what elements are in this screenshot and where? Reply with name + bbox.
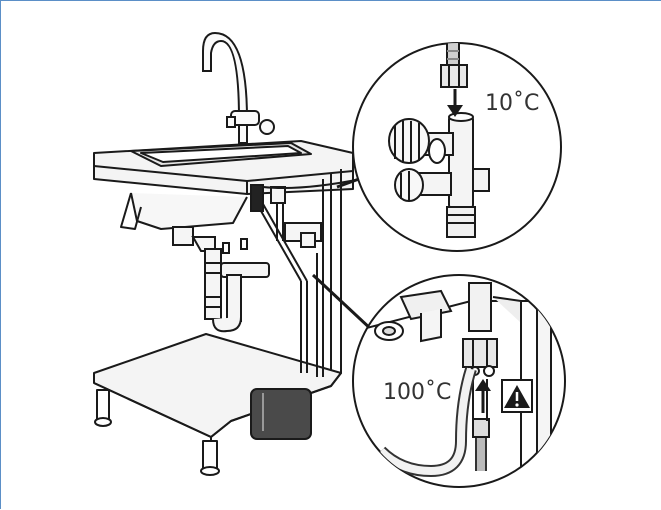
cold-temperature-label: 10˚C [485,91,539,116]
cold-connection-detail: 10˚C [352,42,562,252]
sink-cabinet [93,140,354,476]
warning-triangle-icon [501,379,533,413]
hot-connection-detail: 100˚C [352,274,566,488]
cabinet-foot [96,389,110,421]
water-heater-unit [250,388,312,440]
flow-arrow-up-icon [475,379,491,413]
kitchen-faucet [202,31,275,144]
connector-nut [440,64,468,88]
connector-nut [462,338,498,368]
supply-pipes [222,178,362,377]
drain-siphon [172,226,270,333]
callout-lines [311,177,375,333]
hot-temperature-label: 100˚C [383,380,451,405]
cabinet-foot [202,440,218,470]
flow-arrow-down-icon [447,89,463,117]
